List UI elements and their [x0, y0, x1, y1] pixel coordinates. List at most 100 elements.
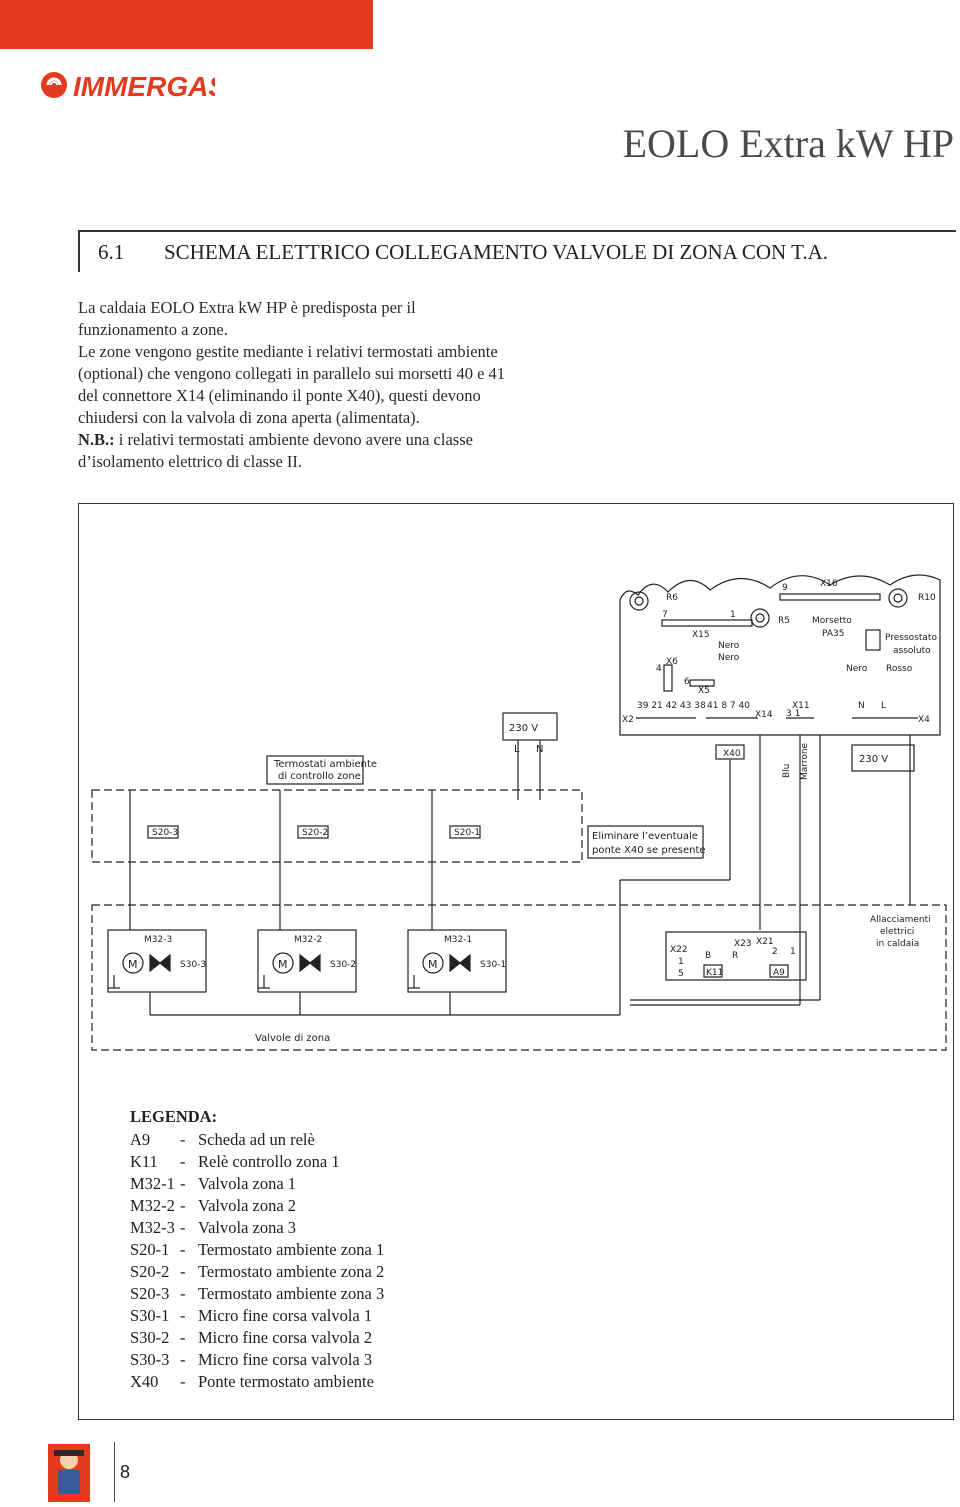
legend-description: Scheda ad un relè — [198, 1130, 315, 1149]
rosso-label: Rosso — [886, 664, 913, 674]
legend-code: K11 — [130, 1152, 158, 1171]
x11-pins: 3 1 — [786, 709, 800, 719]
legend-description: Micro fine corsa valvola 1 — [198, 1306, 373, 1325]
legend-code: S30-3 — [130, 1350, 170, 1369]
supply-230v-right: 230 V — [859, 754, 888, 765]
valve-1-motor: M — [428, 958, 438, 971]
intro-paragraph-1: La caldaia EOLO Extra kW HP è predispost… — [78, 298, 416, 339]
supply-n-label: N — [536, 744, 543, 755]
legend-separator: - — [180, 1196, 186, 1215]
x6-label: X6 — [666, 657, 678, 667]
page-number: 8 — [120, 1462, 131, 1482]
nb-label: N.B.: — [78, 430, 115, 449]
legend-description: Valvola zona 3 — [198, 1218, 297, 1237]
valve-3-motor: M — [128, 958, 138, 971]
nero-label-1: Nero — [718, 641, 740, 651]
allacciamenti-2: elettrici — [880, 927, 914, 937]
thermostats-title-1: Termostati ambiente — [273, 759, 377, 770]
x16-pin9: 9 — [782, 583, 788, 593]
legend-item: M32-3-Valvola zona 3 — [130, 1217, 384, 1239]
legend-description: Micro fine corsa valvola 3 — [198, 1350, 373, 1369]
morsetto-label: Morsetto — [812, 616, 852, 626]
valve-3-name: M32-3 — [144, 935, 172, 945]
legend-code: S30-2 — [130, 1328, 170, 1347]
x2-label: X2 — [622, 715, 634, 725]
intro-text: La caldaia EOLO Extra kW HP è predispost… — [78, 297, 518, 473]
note-line-2: ponte X40 se presente — [592, 845, 706, 856]
thermostats-title-2: di controllo zone — [278, 771, 361, 782]
legend-item: M32-2-Valvola zona 2 — [130, 1195, 384, 1217]
legend-separator: - — [180, 1306, 186, 1325]
relay-pin5: 5 — [678, 969, 684, 979]
legend-item: M32-1-Valvola zona 1 — [130, 1173, 384, 1195]
x6-pin4: 4 — [656, 664, 662, 674]
legend-separator: - — [180, 1350, 186, 1369]
legend-title: LEGENDA: — [130, 1107, 218, 1126]
nero-label-2: Nero — [718, 653, 740, 663]
legend-code: S20-2 — [130, 1262, 170, 1281]
legend-item: S30-1-Micro fine corsa valvola 1 — [130, 1305, 384, 1327]
x4-l-label: L — [881, 701, 886, 711]
x5-label: X5 — [698, 686, 710, 696]
legend-description: Valvola zona 1 — [198, 1174, 297, 1193]
legend-code: S30-1 — [130, 1306, 170, 1325]
legend-code: S20-1 — [130, 1240, 170, 1259]
x5-pin6: 6 — [684, 677, 690, 687]
x14-label: X14 — [755, 710, 773, 720]
thermostat-s20-3: S20-3 — [152, 828, 178, 838]
legend-description: Termostato ambiente zona 2 — [198, 1262, 385, 1281]
immergas-logo: IMMERGAS — [41, 71, 215, 100]
valve-2-switch: S30-2 — [330, 960, 356, 970]
legend-description: Valvola zona 2 — [198, 1196, 297, 1215]
wiring-diagram-frame — [78, 503, 954, 1420]
legend-separator: - — [180, 1130, 186, 1149]
r10-label: R10 — [918, 593, 936, 603]
x15-pin7: 7 — [662, 610, 668, 620]
section-title-text: SCHEMA ELETTRICO COLLEGAMENTO VALVOLE DI… — [164, 240, 829, 264]
legend-description: Relè controllo zona 1 — [198, 1152, 340, 1171]
top-accent-bar — [0, 0, 373, 49]
marrone-label: Marrone — [800, 742, 810, 780]
legend-item: S20-1-Termostato ambiente zona 1 — [130, 1239, 384, 1261]
x15-pin1: 1 — [730, 610, 736, 620]
x15-label: X15 — [692, 630, 710, 640]
valve-3-switch: S30-3 — [180, 960, 206, 970]
x14-pins: 41 8 7 40 — [707, 701, 750, 711]
wiring-diagram: R6 7 1 X15 R5 9 X16 R10 Morsetto PA35 Pr… — [91, 574, 947, 1051]
supply-l-label: L — [514, 744, 520, 755]
valve-1-switch: S30-1 — [480, 960, 506, 970]
allacciamenti-3: in caldaia — [876, 939, 919, 949]
legend-code: M32-1 — [130, 1174, 175, 1193]
r6-label: R6 — [666, 593, 678, 603]
legend-separator: - — [180, 1174, 186, 1193]
legend-separator: - — [180, 1240, 186, 1259]
relay-x22: X22 — [670, 945, 688, 955]
legend-description: Termostato ambiente zona 3 — [198, 1284, 385, 1303]
legend-item: S20-3-Termostato ambiente zona 3 — [130, 1283, 384, 1305]
relay-pin2: 2 — [772, 947, 778, 957]
pressostato-label: Pressostato — [885, 633, 937, 643]
document-title: EOLO Extra kW HP — [622, 121, 954, 166]
legend-item: S20-2-Termostato ambiente zona 2 — [130, 1261, 384, 1283]
x4-n-label: N — [858, 701, 865, 711]
legend-separator: - — [180, 1262, 186, 1281]
note-line-1: Eliminare l’eventuale — [592, 831, 698, 842]
legend-code: A9 — [130, 1130, 151, 1149]
legend-separator: - — [180, 1328, 186, 1347]
assoluto-label: assoluto — [893, 646, 931, 656]
legend-separator: - — [180, 1152, 186, 1171]
valve-2-name: M32-2 — [294, 935, 322, 945]
relay-pin1b: 1 — [790, 947, 796, 957]
legend-description: Termostato ambiente zona 1 — [198, 1240, 385, 1259]
relay-r: R — [732, 951, 738, 961]
relay-a9: A9 — [773, 968, 785, 978]
legend-item: S30-2-Micro fine corsa valvola 2 — [130, 1327, 384, 1349]
legend-code: S20-3 — [130, 1284, 170, 1303]
x4-label: X4 — [918, 715, 930, 725]
mascot-icon — [48, 1444, 90, 1502]
legend-code: M32-2 — [130, 1196, 175, 1215]
supply-230v-label: 230 V — [509, 723, 538, 734]
